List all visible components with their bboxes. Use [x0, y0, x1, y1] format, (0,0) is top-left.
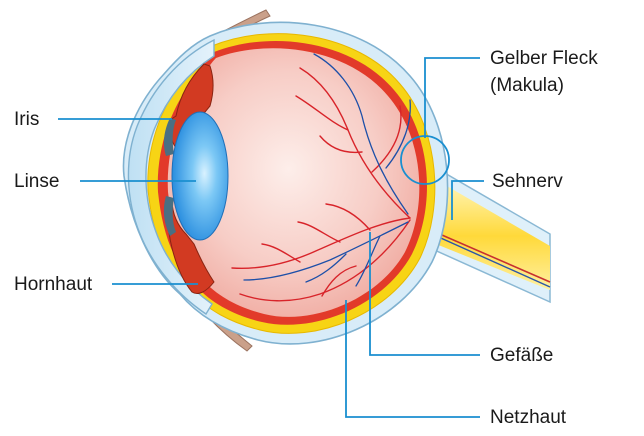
- label-hornhaut: Hornhaut: [14, 273, 92, 296]
- label-gefaesse: Gefäße: [490, 344, 553, 367]
- label-makula: (Makula): [490, 74, 564, 97]
- label-linse: Linse: [14, 170, 59, 193]
- lens: [172, 112, 228, 240]
- label-sehnerv: Sehnerv: [492, 170, 563, 193]
- label-iris: Iris: [14, 108, 39, 131]
- label-netzhaut: Netzhaut: [490, 406, 566, 429]
- label-gelber-fleck: Gelber Fleck: [490, 47, 598, 70]
